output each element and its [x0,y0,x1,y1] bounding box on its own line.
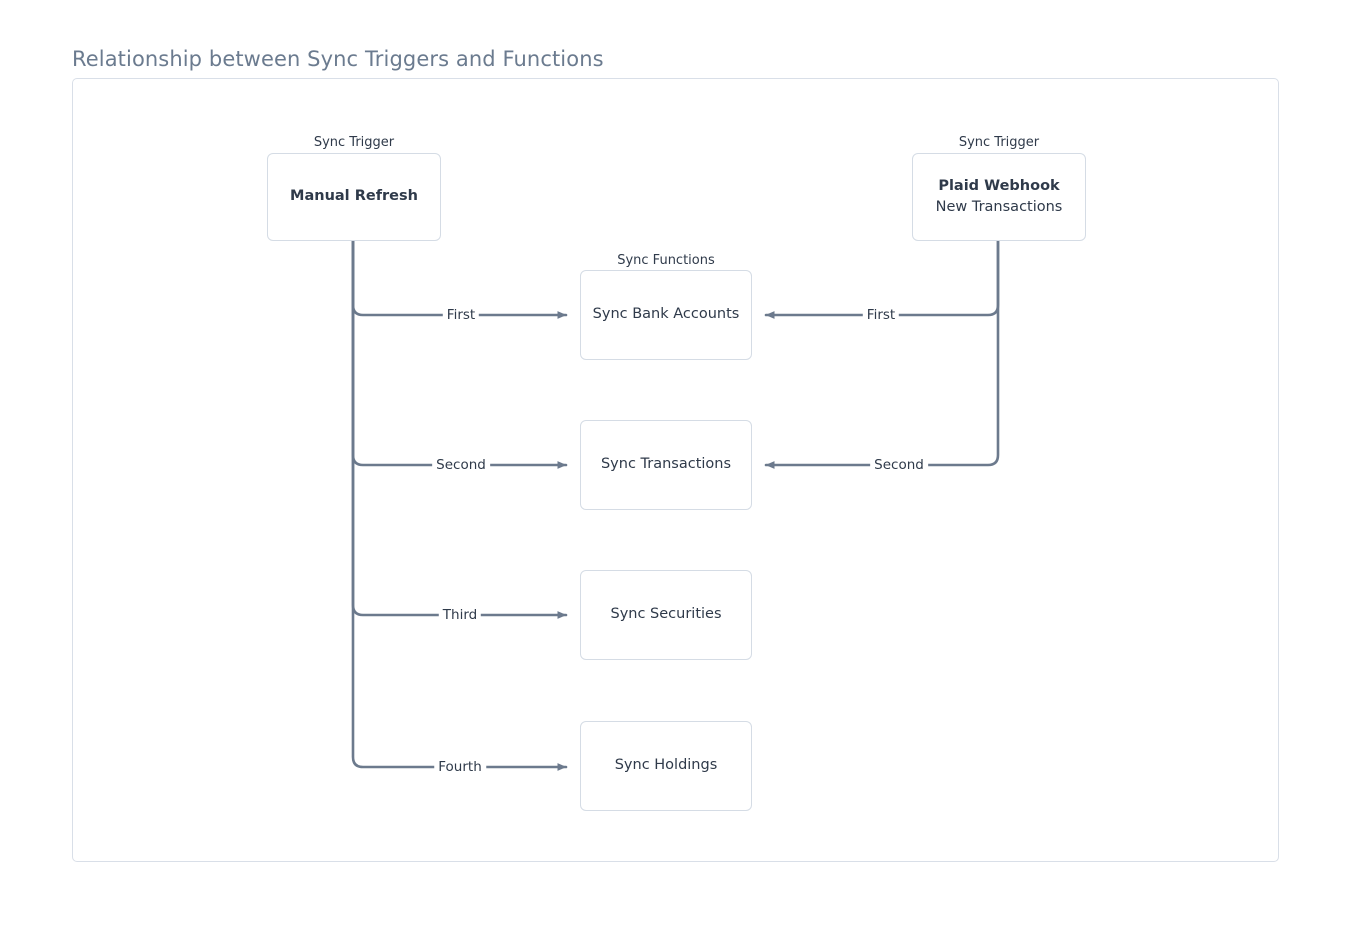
edge-connector [764,239,1000,469]
edge-connector [351,239,568,619]
edge-label-webhook-to-bank-accounts: First [862,307,900,323]
node-title: Sync Securities [610,606,722,623]
node-sync-securities[interactable]: Sync Securities [580,570,752,660]
edge-connector [351,239,568,319]
edge-label-manual-to-transactions: Second [432,457,490,473]
node-title: Manual Refresh [290,188,418,205]
edge-label-manual-to-holdings: Fourth [434,759,486,775]
node-title: Plaid Webhook [938,177,1060,194]
edge-label-manual-to-securities: Third [438,607,482,623]
node-sync-holdings[interactable]: Sync Holdings [580,721,752,811]
node-title: Sync Transactions [600,456,732,473]
node-title: Sync Holdings [614,757,718,774]
edge-paths [351,239,1000,771]
node-manual-refresh[interactable]: Manual Refresh [267,153,441,241]
group-label-trigger-left: Sync Trigger [313,135,395,150]
edge-connector [764,239,1000,319]
node-title: Sync Bank Accounts [592,306,740,323]
node-subtitle: New Transactions [935,199,1063,215]
node-sync-bank-accounts[interactable]: Sync Bank Accounts [580,270,752,360]
node-sync-transactions[interactable]: Sync Transactions [580,420,752,510]
edge-label-webhook-to-transactions: Second [870,457,928,473]
group-label-functions: Sync Functions [617,253,715,268]
edge-connector [351,239,568,771]
edge-connector [351,239,568,469]
page-title: Relationship between Sync Triggers and F… [72,47,604,71]
group-label-trigger-right: Sync Trigger [958,135,1040,150]
edge-label-manual-to-bank-accounts: First [442,307,480,323]
